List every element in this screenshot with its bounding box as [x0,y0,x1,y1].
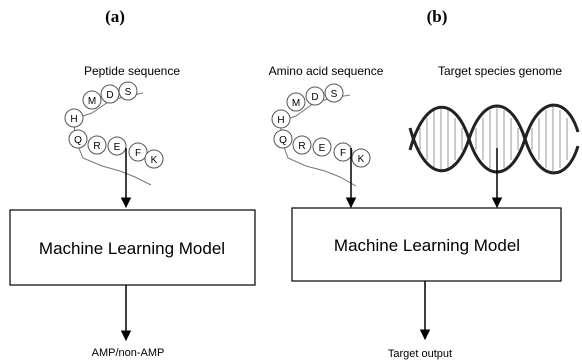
residue-bubble: H [64,108,84,128]
residue-label: E [114,142,121,153]
residue-label: E [319,143,326,154]
residue-bubble: H [271,109,291,129]
panel-b-input-title: Amino acid sequence [269,64,384,78]
residue-label: Q [74,135,82,146]
residue-label: F [340,148,346,159]
panel-a-output-label: AMP/non-AMP [92,347,165,359]
residue-label: R [93,141,100,152]
dna-base-pairs [419,106,568,172]
dna-strand-1 [408,103,580,174]
residue-bubble: Q [68,129,88,149]
residue-bubble: M [286,92,306,112]
dna-helix-illustration [408,103,580,175]
panel-a-model-label: Machine Learning Model [39,239,225,258]
residue-label: K [151,155,158,166]
panel-a: (a) Peptide sequence M D S H Q R E F K M… [9,7,256,359]
residue-label: M [292,98,300,109]
panel-b-output-label: Target output [388,348,452,360]
residue-bubble: F [128,142,148,162]
residue-bubble: K [144,149,164,169]
residue-bubble: E [107,136,127,156]
panel-a-peptide-chain: M D S H Q R E F K [64,81,164,186]
residue-label: F [135,148,141,159]
residue-bubble: D [100,84,120,104]
residue-label: S [125,87,132,98]
residue-bubble: R [292,135,312,155]
panel-b-model-box [291,207,562,282]
residue-label: M [88,96,96,107]
panel-b-genome-title: Target species genome [438,64,562,78]
residue-label: H [277,115,284,126]
residue-bubble: R [87,135,107,155]
residue-label: S [331,89,338,100]
residue-bubble: K [351,148,371,168]
panel-a-label: (a) [105,7,125,26]
panel-b-label: (b) [427,7,448,26]
residue-label: D [106,90,113,101]
residue-bubble: Q [273,129,293,149]
residue-bubble: S [324,83,344,103]
panel-b-model-label: Machine Learning Model [334,236,520,255]
residue-label: K [358,154,365,165]
residue-bubble: M [82,90,102,110]
panel-a-model-box [9,209,256,286]
dna-strand-2 [408,104,580,175]
residue-bubble: D [305,86,325,106]
residue-label: Q [279,135,287,146]
panel-b-peptide-chain: M D S H Q R E F K [271,83,371,187]
residue-bubble: E [312,137,332,157]
panel-a-input-title: Peptide sequence [84,64,180,78]
residue-label: D [311,92,318,103]
residue-label: H [70,114,77,125]
residue-label: R [298,141,305,152]
residue-bubble: F [333,142,353,162]
panel-b: (b) Amino acid sequence Target species g… [269,7,580,360]
residue-bubble: S [118,81,138,101]
